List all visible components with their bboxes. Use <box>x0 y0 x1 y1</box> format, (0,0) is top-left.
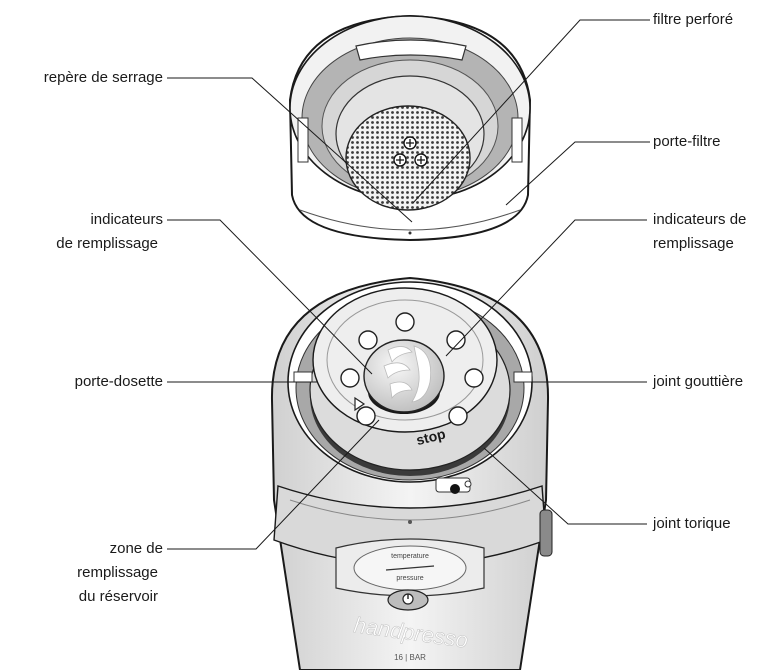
porte-filtre-illustration <box>288 14 532 242</box>
label-porte-dosette: porte-dosette <box>74 373 163 390</box>
leader-lines <box>167 19 650 550</box>
pressure-text: 16 | BAR <box>394 653 426 662</box>
label-indicateurs-right-2: remplissage <box>653 235 734 252</box>
label-zone-2: remplissage <box>77 564 158 581</box>
label-zone-1: zone de <box>109 540 163 557</box>
triangle-marker-icon <box>354 396 366 412</box>
label-zone-3: du réservoir <box>78 588 158 605</box>
label-indicateurs-left-2: de remplissage <box>56 235 158 252</box>
power-button-icon <box>387 589 429 611</box>
gauge-top-text: temperature <box>391 553 429 560</box>
handpresso-body-illustration: stop temperature pressure handpresso 16 … <box>270 276 553 670</box>
gauge-bottom-text: pressure <box>396 575 423 582</box>
logo-icon <box>383 345 432 403</box>
label-porte-filtre: porte-filtre <box>653 133 721 150</box>
label-filtre-perfore: filtre perforé <box>653 11 734 28</box>
stop-text: stop <box>414 425 447 448</box>
label-indicateurs-left-1: indicateurs <box>90 211 163 228</box>
plus-circle-icon <box>403 136 417 150</box>
label-repere-de-serrage: repère de serrage <box>43 69 163 86</box>
label-joint-torique: joint torique <box>653 515 731 532</box>
plus-circle-icon <box>393 153 407 167</box>
label-joint-gouttiere: joint gouttière <box>653 373 744 390</box>
plus-circle-icon <box>414 153 428 167</box>
label-indicateurs-right-1: indicateurs de <box>653 211 747 228</box>
